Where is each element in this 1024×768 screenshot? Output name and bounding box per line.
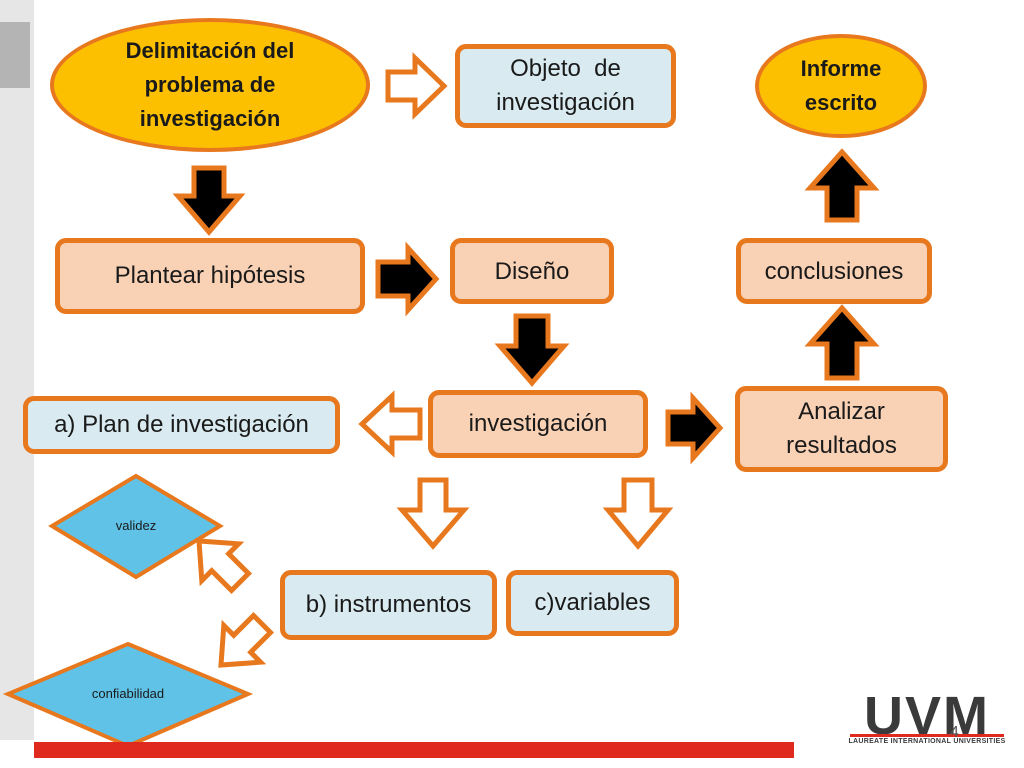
slide-sidebar: [0, 0, 34, 740]
hollow-arrow-down-icon: [602, 477, 674, 550]
hollow-arrow-left-icon: [358, 390, 423, 458]
diseno-label: Diseño: [494, 258, 570, 285]
investigacion-label: investigación: [468, 410, 608, 437]
analizar-label: Analizar resultados: [786, 398, 897, 459]
diseno-box: Diseño: [450, 238, 614, 304]
solid-arrow-down-icon: [172, 165, 246, 236]
solid-arrow-down-icon: [494, 313, 570, 387]
validez-label: validez: [115, 518, 157, 533]
conclusiones-box: conclusiones: [736, 238, 932, 304]
plan-label: a) Plan de investigación: [54, 411, 309, 438]
solid-arrow-right-icon: [665, 391, 724, 465]
validez-diamond: [48, 473, 224, 580]
hollow-arrow-diagonal-icon: [218, 611, 275, 668]
uvm-logo: UVM LAUREATE INTERNATIONAL UNIVERSITIES: [842, 688, 1012, 758]
logo-subtitle: LAUREATE INTERNATIONAL UNIVERSITIES: [848, 738, 1006, 745]
confiabilidad-label: confiabilidad: [91, 686, 165, 701]
hollow-arrow-diagonal-icon: [196, 538, 253, 595]
variables-label: c)variables: [534, 589, 651, 616]
informe-label: Informe escrito: [800, 56, 882, 115]
informe-ellipse: Informe escrito: [755, 34, 927, 138]
analizar-box: Analizar resultados: [735, 386, 948, 472]
bottom-accent-bar: [34, 742, 794, 758]
plantear-label: Plantear hipótesis: [114, 262, 306, 289]
solid-arrow-up-icon: [804, 148, 880, 223]
solid-arrow-right-icon: [375, 241, 440, 317]
conclusiones-label: conclusiones: [764, 258, 904, 285]
instrumentos-label: b) instrumentos: [305, 591, 472, 618]
plan-box: a) Plan de investigación: [23, 396, 340, 454]
delimitacion-label: Delimitación del problema de investigaci…: [125, 38, 295, 131]
logo-swoosh: [850, 734, 1004, 737]
objeto-label: Objeto de investigación: [496, 55, 635, 116]
hollow-arrow-right-icon: [385, 52, 448, 120]
variables-box: c)variables: [506, 570, 679, 636]
hollow-arrow-down-icon: [396, 477, 470, 550]
sidebar-block: [0, 22, 30, 88]
delimitacion-ellipse: Delimitación del problema de investigaci…: [50, 18, 370, 152]
objeto-box: Objeto de investigación: [455, 44, 676, 128]
plantear-box: Plantear hipótesis: [55, 238, 365, 314]
solid-arrow-up-icon: [804, 304, 880, 381]
instrumentos-box: b) instrumentos: [280, 570, 497, 640]
page-number: 4: [950, 724, 959, 741]
investigacion-box: investigación: [428, 390, 648, 458]
